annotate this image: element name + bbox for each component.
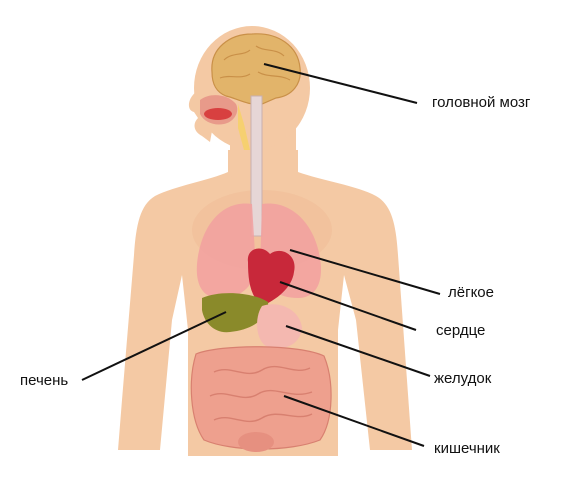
leader-line-liver: [81, 311, 227, 381]
leader-line-heart: [279, 281, 417, 331]
label-heart: сердце: [436, 322, 486, 339]
leader-line-stomach: [285, 325, 431, 377]
leader-line-brain: [263, 63, 418, 104]
heart-shape: [247, 248, 295, 306]
label-intestine: кишечник: [434, 440, 500, 457]
brain-shape: [211, 33, 301, 105]
leader-line-lung: [289, 249, 441, 295]
label-stomach: желудок: [434, 370, 492, 387]
lung-left-shape: [196, 203, 256, 299]
leader-line-intestine: [283, 395, 425, 447]
trachea-shape: [250, 95, 263, 237]
leader-lines: [81, 63, 441, 447]
label-brain: головной мозг: [432, 94, 531, 111]
liver-shape: [202, 293, 269, 333]
intestine-shape: [190, 346, 332, 450]
label-liver: печень: [20, 372, 69, 389]
stomach-shape: [257, 304, 302, 349]
label-lung: лёгкое: [448, 284, 494, 301]
